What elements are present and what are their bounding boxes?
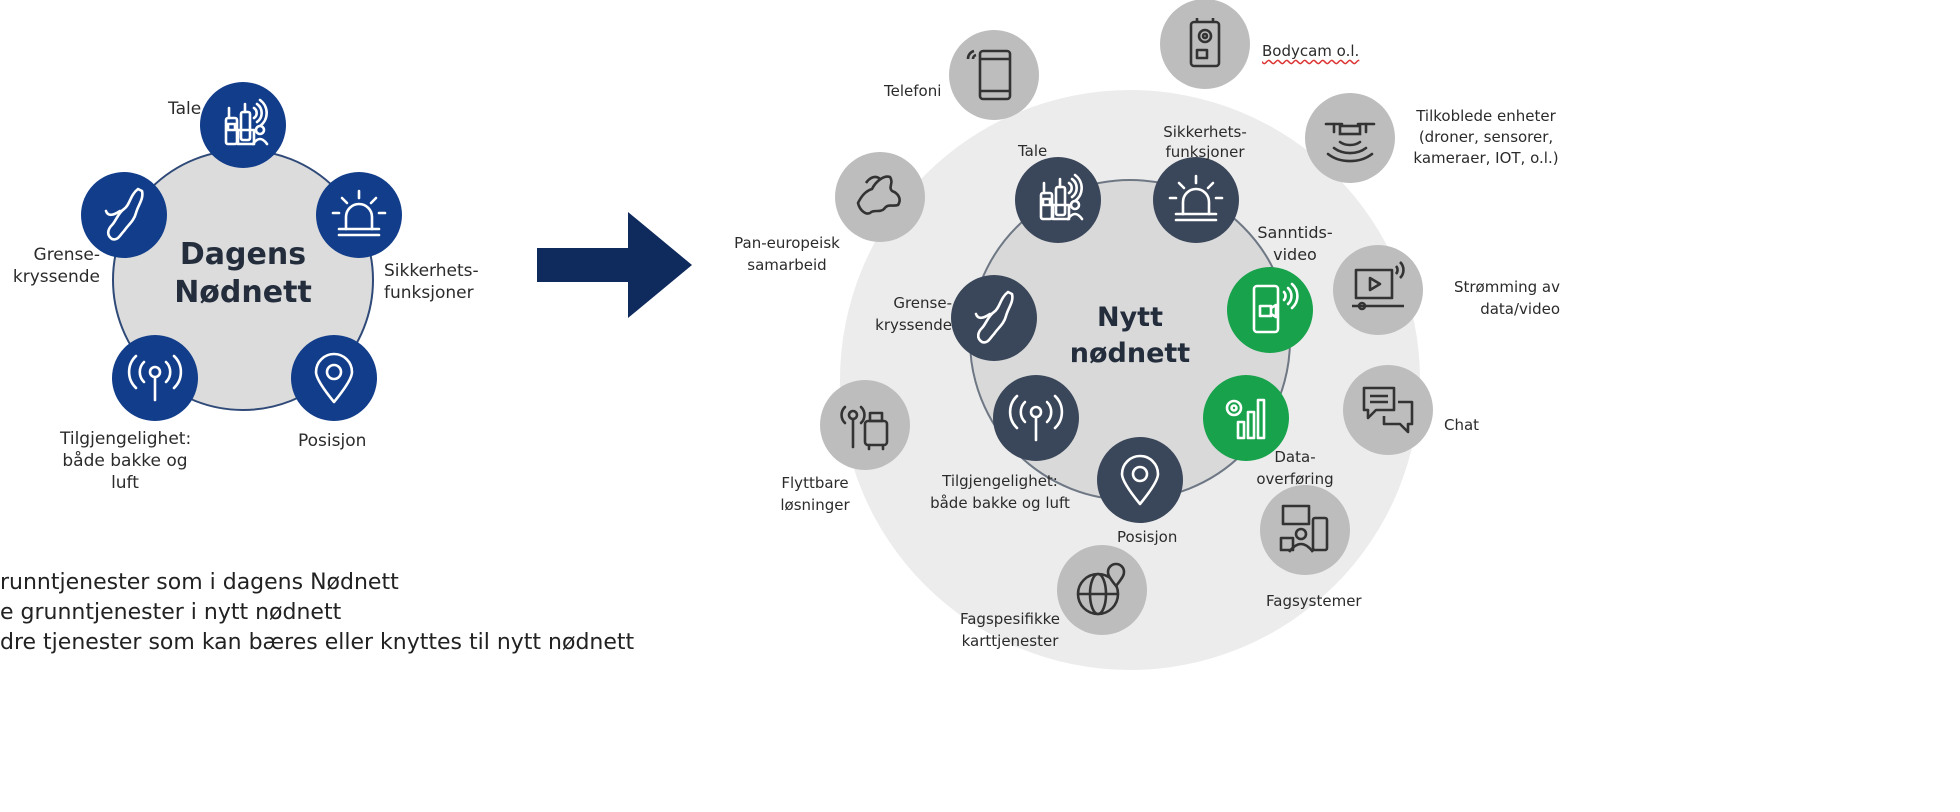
node-fagsystemer bbox=[1260, 485, 1350, 575]
node-chat bbox=[1343, 365, 1433, 455]
label-tilkoblede-3: kameraer, IOT, o.l.) bbox=[1413, 149, 1559, 167]
dagens-label-sikkerhet: Sikkerhets- funksjoner bbox=[384, 260, 479, 304]
dagens-node-tilgjengelighet bbox=[112, 335, 198, 421]
label-tilgjengelighet: Tilgjengelighet: både bakke og luft bbox=[920, 470, 1080, 514]
node-stromming bbox=[1333, 245, 1423, 335]
label-flyttbare: Flyttbare løsninger bbox=[770, 472, 860, 516]
label-paneuropeisk-1: Pan-europeisk bbox=[734, 234, 840, 252]
node-posisjon bbox=[1097, 437, 1183, 523]
label-grense-2: kryssende bbox=[875, 316, 952, 334]
label-data-2: overføring bbox=[1256, 470, 1334, 488]
label-sanntid-2: video bbox=[1273, 245, 1317, 264]
label-sikkerhet: Sikkerhets- funksjoner bbox=[1150, 122, 1260, 162]
dagens-label-grense-1: Grense- bbox=[33, 245, 100, 265]
dagens-label-tilgjengelighet-3: luft bbox=[111, 473, 139, 493]
nytt-title-line1: Nytt bbox=[1096, 302, 1163, 333]
dagens-node-tale bbox=[200, 82, 286, 168]
label-paneuropeisk-2: samarbeid bbox=[747, 256, 827, 274]
legend-line-3: dre tjenester som kan bæres eller knytte… bbox=[0, 630, 635, 655]
nytt-title-line2: nødnett bbox=[1069, 338, 1191, 369]
dagens-label-grense-2: kryssende bbox=[12, 267, 100, 287]
label-stromming-1: Strømming av bbox=[1453, 278, 1560, 296]
dagens-label-sikkerhet-1: Sikkerhets- bbox=[384, 261, 479, 281]
label-fagspesifikke-2: karttjenester bbox=[961, 632, 1059, 650]
label-chat: Chat bbox=[1444, 416, 1480, 434]
label-data-1: Data- bbox=[1274, 448, 1316, 466]
dagens-label-tilgjengelighet-1: Tilgjengelighet: bbox=[60, 429, 192, 449]
nytt-diagram bbox=[820, 0, 1433, 670]
label-stromming-2: data/video bbox=[1480, 300, 1560, 318]
node-tale bbox=[1015, 157, 1101, 243]
dagens-title: Dagens Nødnett bbox=[163, 236, 323, 312]
label-tilkoblede-2: (droner, sensorer, bbox=[1418, 128, 1554, 146]
label-tilgjengelighet-2: både bakke og luft bbox=[930, 494, 1070, 512]
dagens-label-tilgjengelighet: Tilgjengelighet: både bakke og luft bbox=[60, 428, 192, 494]
label-tale: Tale bbox=[1018, 142, 1048, 160]
label-stromming: Strømming av data/video bbox=[1430, 276, 1560, 320]
node-bodycam bbox=[1160, 0, 1250, 89]
node-paneuropeisk bbox=[835, 152, 925, 242]
node-telefoni bbox=[949, 30, 1039, 120]
label-flyttbare-2: løsninger bbox=[780, 496, 850, 514]
node-tilgjengelighet bbox=[993, 375, 1079, 461]
dagens-label-tilgjengelighet-2: både bakke og bbox=[62, 451, 188, 471]
label-sikkerhet-1: Sikkerhets- bbox=[1163, 123, 1247, 141]
label-tilkoblede: Tilkoblede enheter (droner, sensorer, ka… bbox=[1396, 106, 1576, 169]
dagens-diagram bbox=[81, 82, 402, 421]
dagens-node-posisjon bbox=[291, 335, 377, 421]
label-grense-1: Grense- bbox=[893, 294, 952, 312]
dagens-label-tale: Tale bbox=[168, 99, 202, 119]
node-dataoverforing bbox=[1203, 375, 1289, 461]
dagens-node-grense bbox=[81, 172, 167, 258]
label-posisjon: Posisjon bbox=[1117, 528, 1178, 546]
label-fagspesifikke-1: Fagspesifikke bbox=[959, 610, 1061, 628]
dagens-label-sikkerhet-2: funksjoner bbox=[384, 283, 474, 303]
label-tilgjengelighet-1: Tilgjengelighet: bbox=[942, 472, 1058, 490]
nytt-title: Nytt nødnett bbox=[1050, 300, 1210, 372]
node-tilkoblede bbox=[1305, 93, 1395, 183]
dagens-node-sikkerhet bbox=[316, 172, 402, 258]
label-paneuropeisk: Pan-europeisk samarbeid bbox=[722, 232, 852, 276]
label-grense: Grense- kryssende bbox=[862, 292, 952, 336]
node-fagspesifikke bbox=[1057, 545, 1147, 635]
label-data: Data- overføring bbox=[1240, 446, 1350, 490]
dagens-label-posisjon: Posisjon bbox=[298, 431, 367, 451]
label-fagsystemer: Fagsystemer bbox=[1266, 592, 1362, 610]
label-flyttbare-1: Flyttbare bbox=[781, 474, 849, 492]
label-sanntid: Sanntids- video bbox=[1240, 222, 1350, 266]
node-sikkerhet bbox=[1153, 157, 1239, 243]
node-flyttbare bbox=[820, 380, 910, 470]
legend-line-2: e grunntjenester i nytt nødnett bbox=[0, 600, 342, 625]
label-sanntid-1: Sanntids- bbox=[1257, 223, 1333, 242]
dagens-title-line2: Nødnett bbox=[174, 275, 312, 310]
label-fagspesifikke: Fagspesifikke karttjenester bbox=[950, 608, 1070, 652]
label-bodycam: Bodycam o.l. bbox=[1262, 42, 1360, 60]
dagens-title-line1: Dagens bbox=[179, 237, 307, 272]
node-grense bbox=[951, 275, 1037, 361]
label-sikkerhet-2: funksjoner bbox=[1165, 143, 1245, 161]
label-tilkoblede-1: Tilkoblede enheter bbox=[1416, 107, 1556, 125]
label-telefoni: Telefoni bbox=[884, 82, 942, 100]
transition-arrow bbox=[537, 212, 692, 318]
node-sanntidsvideo bbox=[1227, 267, 1313, 353]
legend-line-1: runntjenester som i dagens Nødnett bbox=[0, 570, 399, 595]
dagens-label-grense: Grense- kryssende bbox=[8, 244, 100, 288]
